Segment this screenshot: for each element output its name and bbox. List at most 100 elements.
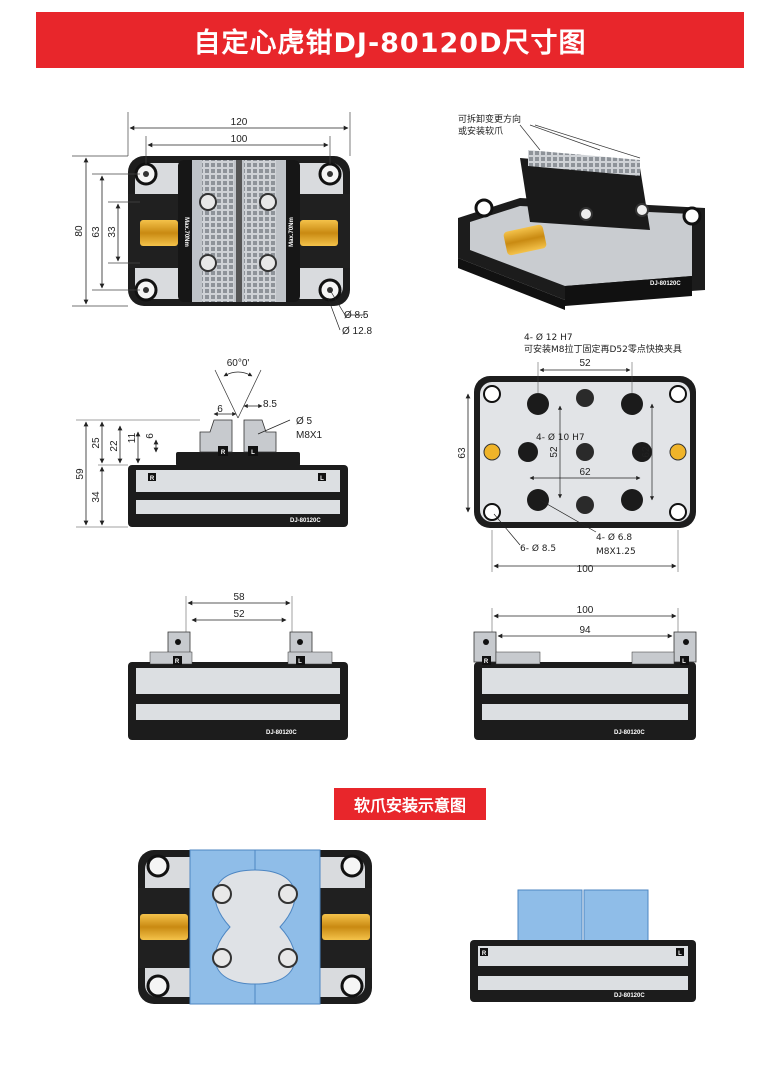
mount-hole-icon [340, 854, 364, 878]
note-m8: M8X1.25 [596, 547, 636, 557]
note-12h7: 4- Ø 12 H7 [524, 332, 573, 343]
dim-63: 63 [457, 447, 468, 459]
jaw-bolt-icon [278, 948, 298, 968]
note-6-8: 4- Ø 6.8 [596, 532, 632, 543]
soft-jaw-right [583, 889, 649, 943]
dim-height-25: 25 [91, 437, 102, 449]
left-jaw-teeth [202, 160, 234, 302]
open-view-left: R L DJ-80120C 58 52 [128, 592, 348, 740]
svg-text:R: R [484, 659, 489, 665]
h7-hole-icon [621, 489, 643, 511]
dim-52-vert: 52 [549, 446, 560, 458]
spindle-icon [322, 914, 370, 940]
dim-8-5-top: 8.5 [263, 399, 277, 410]
note-d52: 可安装M8拉丁固定再D52零点快换夹具 [524, 343, 682, 355]
iso-spindle-icon [503, 224, 547, 256]
spindle-icon [140, 914, 188, 940]
h7-hole-icon [527, 489, 549, 511]
pin-hole-icon [483, 443, 501, 461]
dim-62-vert: 62 [641, 446, 652, 458]
dim-height-59: 59 [75, 468, 86, 480]
svg-text:L: L [682, 659, 686, 665]
page-title: 自定心虎钳DJ-80120D尺寸图 [193, 27, 587, 59]
jaw-bolt-icon [199, 193, 217, 211]
dim-6-top: 6 [217, 404, 223, 415]
svg-text:L: L [678, 951, 682, 957]
soft-jaw-side-model: DJ-80120C [614, 993, 645, 999]
title-banner: 自定心虎钳DJ-80120D尺寸图 [36, 12, 744, 68]
iso-note-line2: 或安装软爪 [458, 125, 503, 137]
bottom-view: 4- Ø 12 H7 可安装M8拉丁固定再D52零点快换夹具 52 63 52 … [457, 332, 696, 575]
mount-hole-icon [146, 974, 170, 998]
jaw-mark-r: R [221, 450, 226, 456]
dim-52-top: 52 [579, 358, 591, 369]
soft-jaw-side-view: R L DJ-80120C [470, 889, 696, 1002]
dim-height-6: 6 [145, 433, 156, 439]
pin-hole-icon [669, 443, 687, 461]
mount-hole-icon [146, 854, 170, 878]
dim-100-open: 100 [577, 605, 594, 616]
right-jaw [243, 419, 277, 453]
open-left-model: DJ-80120C [266, 730, 297, 736]
svg-text:R: R [150, 476, 155, 482]
open-right-model: DJ-80120C [614, 730, 645, 736]
corner-hole-icon [483, 503, 501, 521]
svg-text:L: L [320, 476, 324, 482]
jaw-torque-text: Max.70Nm [183, 217, 189, 247]
jaw-bolt-icon [212, 884, 232, 904]
open-view-right: R L DJ-80120C 100 94 [473, 605, 697, 740]
iso-view: 可拆卸变更方向 或安装软爪 DJ-80120C [458, 113, 705, 310]
iso-note-line1: 可拆卸变更方向 [458, 113, 521, 125]
dim-width-100: 100 [231, 134, 248, 145]
side-model-label: DJ-80120C [290, 518, 321, 524]
dim-height-80: 80 [74, 225, 85, 237]
h7-hole-icon [527, 393, 549, 415]
corner-hole-icon [669, 503, 687, 521]
jaw-bolt-icon [212, 948, 232, 968]
dim-width-120: 120 [231, 117, 248, 128]
jaw-bolt-icon [259, 254, 277, 272]
iso-jaw [520, 158, 650, 230]
right-jaw-teeth [244, 160, 276, 302]
jaw-torque-text: Max.70Nm [289, 217, 295, 247]
top-view: Max.70Nm Max.70Nm 120 100 80 63 33 Ø 8.5… [72, 112, 372, 337]
soft-jaw-left [517, 889, 583, 943]
jaw-mark-l: L [251, 450, 255, 456]
svg-text:L: L [298, 659, 302, 665]
iso-brand-label: DJ-80120C [650, 281, 681, 287]
dim-62-horiz: 62 [579, 467, 591, 478]
h7-hole-icon [621, 393, 643, 415]
svg-text:R: R [175, 659, 180, 665]
soft-jaw-cavity [214, 869, 296, 985]
dim-angle: 60°0' [227, 358, 250, 369]
svg-text:R: R [482, 951, 487, 957]
jaw-bolt-icon [278, 884, 298, 904]
dim-100-bottom: 100 [577, 564, 594, 575]
note-10h7: 4- Ø 10 H7 [536, 432, 585, 443]
soft-jaw-banner: 软爪安装示意图 [334, 788, 486, 820]
dim-height-63: 63 [91, 226, 102, 238]
corner-hole-icon [483, 385, 501, 403]
dim-hole-12-8: Ø 12.8 [342, 326, 372, 337]
soft-jaw-top-view [138, 849, 372, 1005]
side-view: R L R L DJ-80120C 60°0' 6 8.5 Ø 5 M8X1 5… [75, 358, 348, 528]
jaw-bolt-icon [259, 193, 277, 211]
dim-height-33: 33 [107, 226, 118, 238]
dim-height-11: 11 [127, 432, 138, 443]
spindle-icon [300, 220, 338, 246]
dim-hole-5: Ø 5 [296, 416, 313, 427]
dim-height-34: 34 [91, 491, 102, 503]
note-8-5: 6- Ø 8.5 [520, 543, 556, 554]
dim-52-open: 52 [233, 609, 245, 620]
dim-58: 58 [233, 592, 245, 603]
mount-hole-icon [340, 974, 364, 998]
dim-hole-8-5: Ø 8.5 [344, 310, 369, 321]
corner-hole-icon [669, 385, 687, 403]
jaw-bolt-icon [199, 254, 217, 272]
dim-height-22: 22 [109, 440, 120, 452]
spindle-icon [140, 220, 178, 246]
dim-thread: M8X1 [296, 430, 323, 441]
left-jaw [199, 419, 233, 453]
dim-94: 94 [579, 625, 591, 636]
